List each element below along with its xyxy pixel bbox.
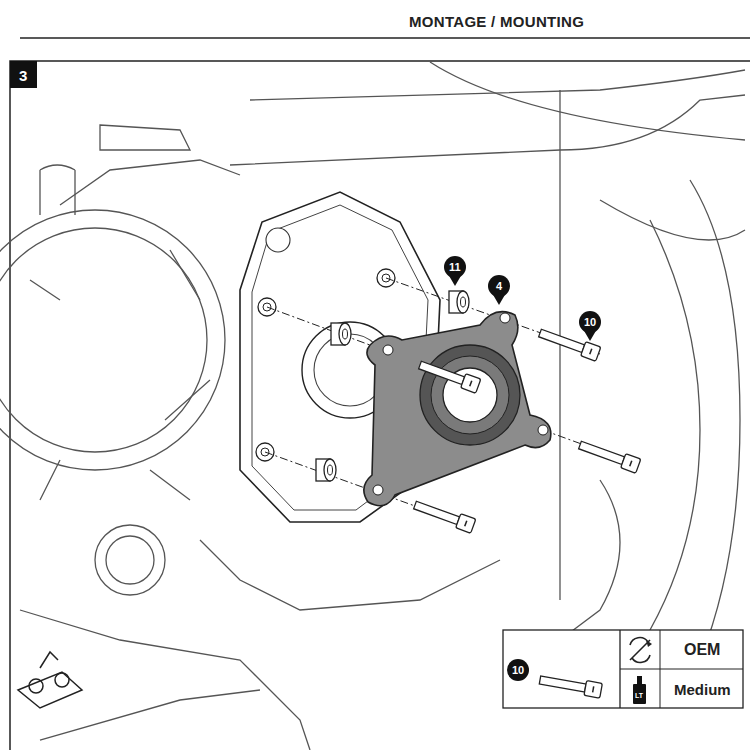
callout-number: 4 [496, 281, 502, 292]
callout-number: 10 [512, 665, 524, 676]
page-heading: MONTAGE / MOUNTING [409, 14, 584, 29]
callout-number: 10 [584, 317, 596, 328]
table-cell: OEM [684, 642, 720, 658]
step-number: 3 [19, 68, 27, 83]
callout-number: 11 [449, 262, 461, 273]
table-cell: Medium [674, 682, 731, 697]
threadlock-icon-text: LT [635, 692, 643, 699]
